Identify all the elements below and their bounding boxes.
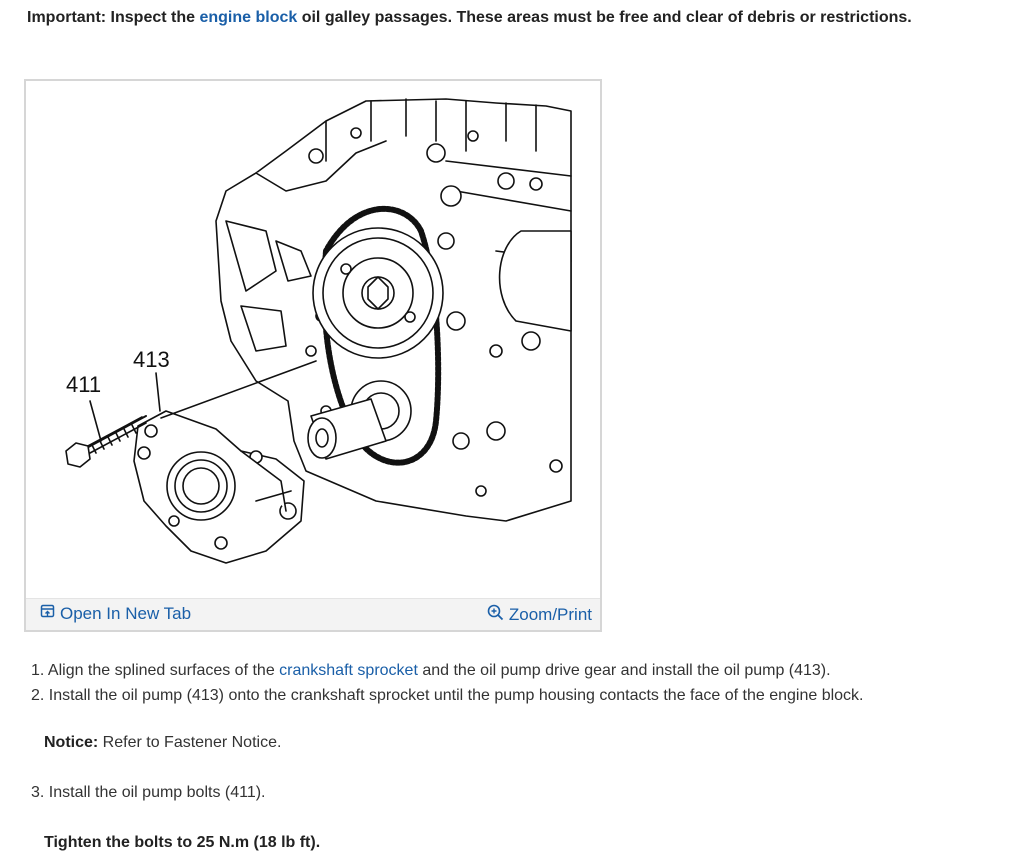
instruction-steps: 1. Align the splined surfaces of the cra… xyxy=(31,658,864,708)
open-new-tab-icon xyxy=(40,604,55,624)
open-in-new-tab-label: Open In New Tab xyxy=(60,604,192,623)
step-text: Align the splined surfaces of the xyxy=(44,662,280,679)
engine-block-link[interactable]: engine block xyxy=(199,9,298,26)
notice-text: Refer to Fastener Notice. xyxy=(98,734,282,751)
figure-frame: 413 411 Open In New Tab Zoom/Print xyxy=(24,79,602,632)
open-in-new-tab-button[interactable]: Open In New Tab xyxy=(40,604,191,624)
important-text-after: oil galley passages. These areas must be… xyxy=(297,9,912,26)
engine-oil-pump-illustration[interactable]: 413 411 xyxy=(26,81,600,601)
step-2: 2. Install the oil pump (413) onto the c… xyxy=(31,683,864,708)
zoom-in-icon xyxy=(487,604,504,626)
step-number: 3. xyxy=(31,784,45,801)
important-label: Important: xyxy=(27,9,107,26)
important-note: Important: Inspect the engine block oil … xyxy=(27,8,1017,28)
zoom-print-label: Zoom/Print xyxy=(508,605,592,624)
step-text: Install the oil pump (413) onto the cran… xyxy=(44,687,864,704)
step-3: 3. Install the oil pump bolts (411). xyxy=(31,783,266,803)
step-number: 1. xyxy=(31,662,45,679)
important-text-before: Inspect the xyxy=(106,9,200,26)
callout-411: 411 xyxy=(66,372,101,397)
callout-413: 413 xyxy=(133,347,170,372)
fastener-notice: Notice: Refer to Fastener Notice. xyxy=(44,733,281,753)
crankshaft-sprocket-link[interactable]: crankshaft sprocket xyxy=(279,662,418,679)
zoom-print-button[interactable]: Zoom/Print xyxy=(487,604,592,626)
notice-label: Notice: xyxy=(44,734,99,751)
step-text: and the oil pump drive gear and install … xyxy=(417,662,831,679)
step-1: 1. Align the splined surfaces of the cra… xyxy=(31,658,864,683)
step-number: 2. xyxy=(31,687,45,704)
step-text: Install the oil pump bolts (411). xyxy=(44,784,266,801)
figure-toolbar: Open In New Tab Zoom/Print xyxy=(26,598,600,630)
torque-spec: Tighten the bolts to 25 N.m (18 lb ft). xyxy=(44,834,321,851)
